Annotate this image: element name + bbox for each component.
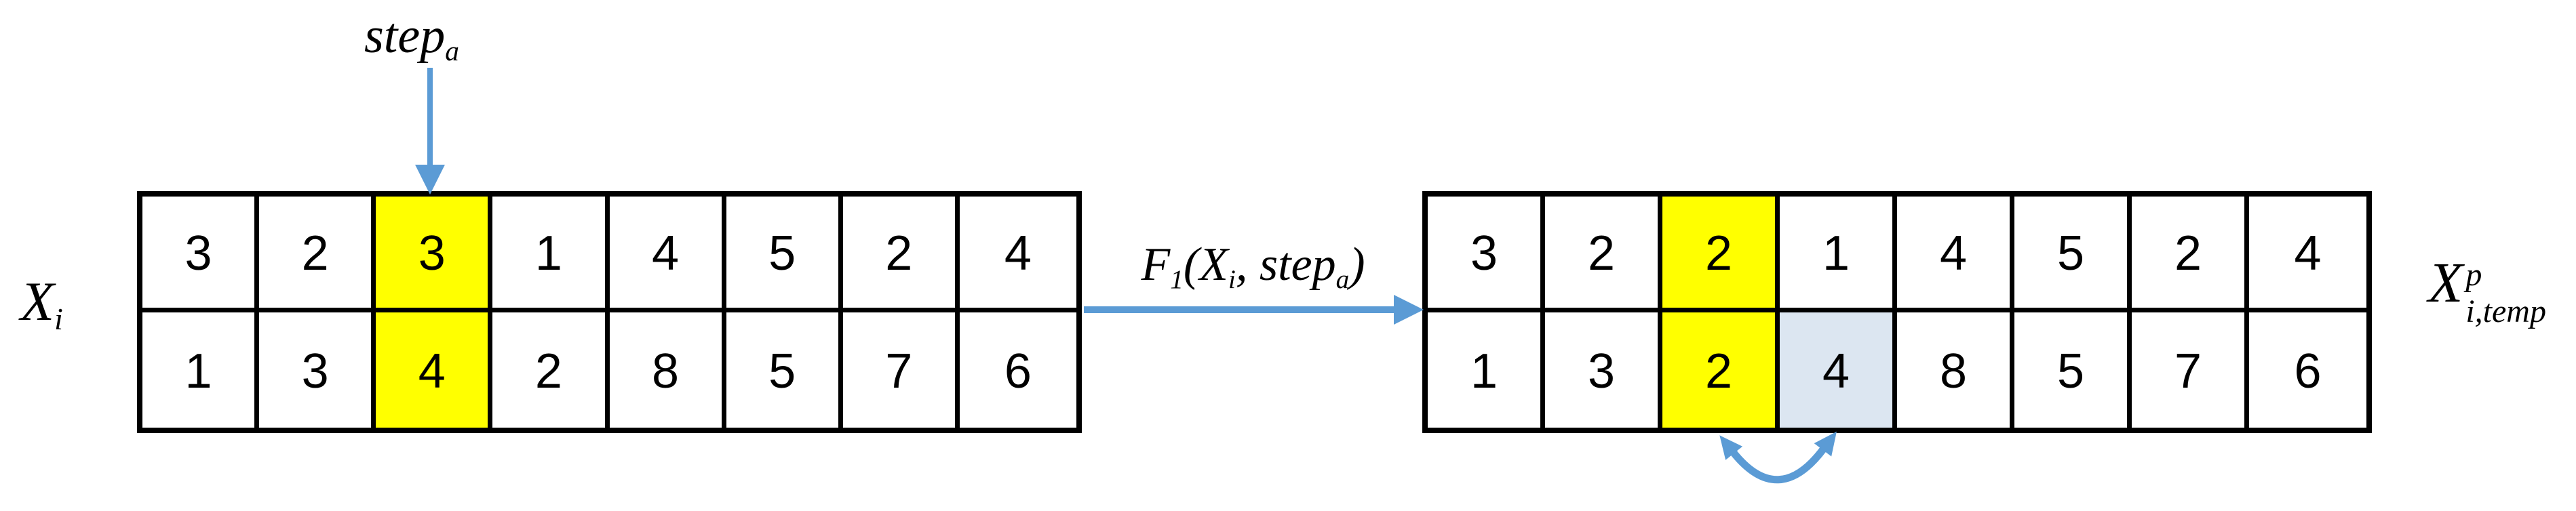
matrix-cell: 8: [1897, 312, 2014, 428]
transform-label-part: step: [1259, 239, 1336, 291]
matrix-cell: 4: [959, 197, 1076, 312]
matrix-cell: 5: [2014, 312, 2132, 428]
matrix-cell: 4: [609, 197, 726, 312]
matrix-cell: 2: [1545, 197, 1662, 312]
matrix-cell: 3: [1545, 312, 1662, 428]
left-matrix-label: Xi: [20, 274, 63, 335]
transform-label-subscript: a: [1335, 264, 1350, 294]
matrix-cell: 2: [842, 197, 960, 312]
matrix-cell: 1: [492, 197, 610, 312]
matrix-cell: 2: [1662, 197, 1780, 312]
matrix-cell: 7: [842, 312, 960, 428]
matrix-cell: 3: [1428, 197, 1545, 312]
matrix-cell: 6: [959, 312, 1076, 428]
matrix-cell: 2: [492, 312, 610, 428]
matrix-cell: 5: [2014, 197, 2132, 312]
matrix-cell: 5: [726, 197, 843, 312]
step-a-label: stepa: [364, 8, 459, 65]
matrix-cell: 2: [259, 197, 376, 312]
transform-function-label: F1(Xi, stepa): [1082, 239, 1424, 293]
matrix-cell: 2: [1662, 312, 1780, 428]
matrix-cell: 4: [376, 312, 493, 428]
transform-label-part: ): [1349, 239, 1365, 291]
matrix-cell: 6: [2249, 312, 2366, 428]
matrix-cell: 2: [2132, 197, 2249, 312]
right-matrix-label-sub: i,temp: [2465, 293, 2546, 329]
swap-arrow: [1719, 431, 1837, 484]
transform-label-part: F: [1141, 239, 1171, 291]
matrix-cell: 4: [1780, 312, 1897, 428]
matrix-cell: 7: [2132, 312, 2249, 428]
transform-label-part: X: [1199, 239, 1228, 291]
matrix-cell: 4: [2249, 197, 2366, 312]
matrix-cell: 1: [1428, 312, 1545, 428]
transform-label-part: (: [1183, 239, 1200, 291]
transform-label-subscript: i: [1228, 264, 1236, 294]
right-matrix-label-base: X: [2428, 251, 2463, 314]
step-a-label-sub: a: [445, 35, 459, 67]
matrix-cell: 4: [1897, 197, 2014, 312]
matrix-cell: 3: [142, 197, 260, 312]
matrix-cell: 3: [376, 197, 493, 312]
left-matrix-label-sub: i: [54, 301, 63, 336]
transform-label-subscript: 1: [1170, 264, 1184, 294]
matrix-cell: 8: [609, 312, 726, 428]
matrix-cell: 5: [726, 312, 843, 428]
matrix-cell: 3: [259, 312, 376, 428]
left-matrix-label-base: X: [20, 270, 55, 332]
right-matrix-label-sup: p: [2465, 257, 2482, 293]
step-a-label-base: step: [364, 8, 446, 64]
transform-label-part: ,: [1235, 239, 1260, 291]
matrix-cell: 1: [1780, 197, 1897, 312]
matrix-cell: 1: [142, 312, 260, 428]
